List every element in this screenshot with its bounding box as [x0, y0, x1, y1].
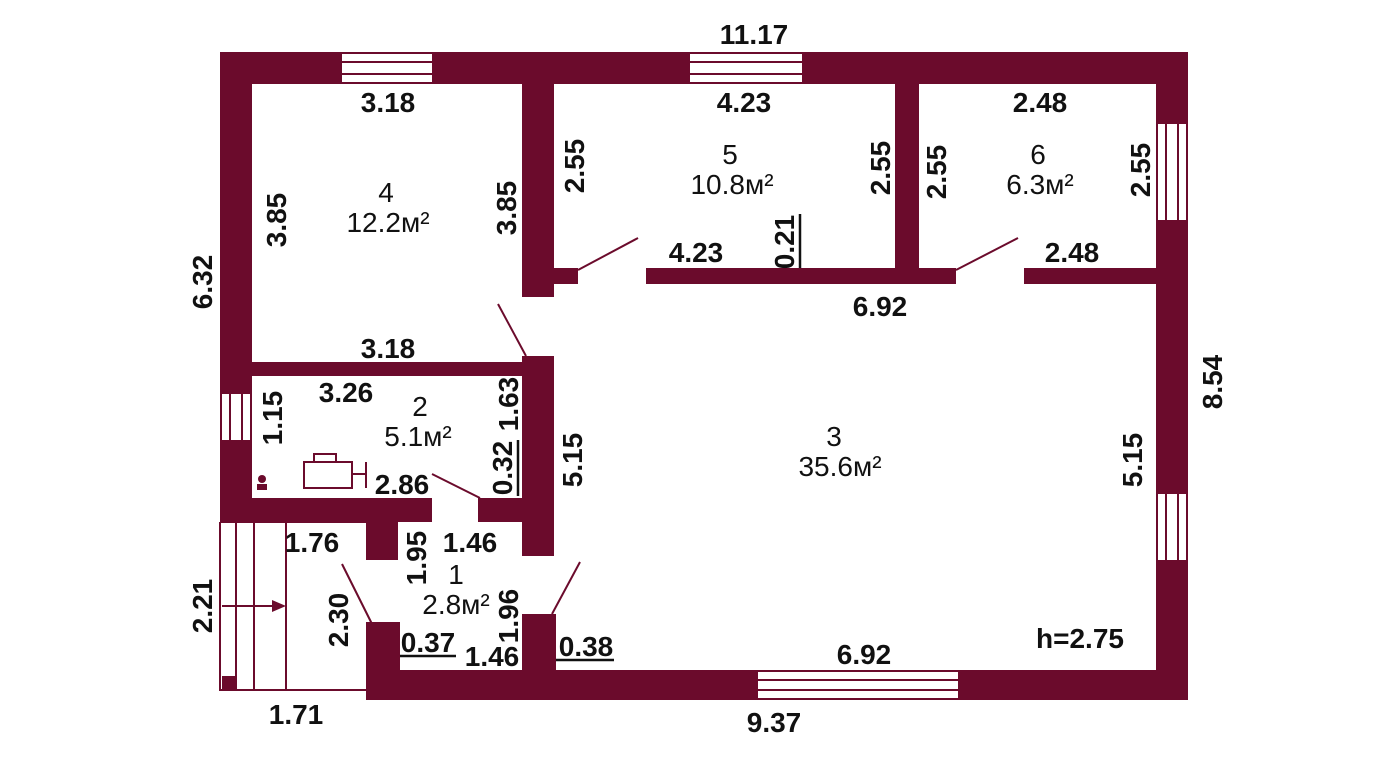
dim-room5-bottom: 4.23 [669, 237, 724, 268]
dim-room1-height: 1.95 [401, 531, 432, 586]
dim-room6-bottom: 2.48 [1045, 237, 1100, 268]
room-4-area: 12.2м² [346, 207, 429, 238]
dim-room5-left: 2.55 [559, 139, 590, 194]
dim-room1-niche-left: 0.37 [401, 627, 456, 658]
dim-right-total: 8.54 [1197, 354, 1228, 409]
dim-room1-left-a: 1.76 [285, 527, 340, 558]
stairs [219, 521, 366, 691]
dim-hall-right: 5.15 [1117, 433, 1148, 488]
dim-room4-right: 3.85 [491, 181, 522, 236]
door-room1-right [551, 561, 581, 615]
wall-room6-bottom [1024, 268, 1164, 284]
dim-ceiling-height: h=2.75 [1036, 623, 1124, 654]
dim-hall-bottom: 6.92 [837, 639, 892, 670]
wall-room4-bottom [246, 362, 546, 376]
dim-stairs-height: 2.21 [187, 579, 218, 634]
wall-room1-right [522, 614, 556, 684]
dim-room6-left: 2.55 [921, 145, 952, 200]
dim-room4-top: 3.18 [361, 87, 416, 118]
window-room5 [690, 54, 802, 82]
dimension-labels: 11.17 3.18 4.23 2.48 4.23 2.48 6.92 3.18… [187, 19, 1228, 738]
dim-hall-top: 6.92 [853, 291, 908, 322]
wall-room2-bottom-right [478, 498, 554, 522]
room-1-area: 2.8м² [422, 589, 490, 620]
room-2-number: 2 [412, 391, 428, 422]
wall-room4-right [522, 84, 554, 297]
dim-room6-right: 2.55 [1125, 143, 1156, 198]
door-room5 [577, 237, 639, 271]
dim-room1-right: 1.96 [493, 589, 524, 644]
dim-room4-left: 3.85 [261, 193, 292, 248]
dim-left-total: 6.32 [187, 255, 218, 310]
room-1-number: 1 [448, 559, 464, 590]
door-room6 [955, 237, 1019, 271]
dim-top-total: 11.17 [720, 19, 789, 50]
dim-room5-niche: 0.21 [769, 215, 800, 270]
room-4-number: 4 [378, 177, 394, 208]
window-room6 [1158, 124, 1186, 220]
dim-room4-bottom: 3.18 [361, 333, 416, 364]
wall-room5-bottom [646, 268, 956, 284]
wall-room1-left [366, 622, 400, 700]
boiler-icon [303, 453, 367, 489]
wall-stub-room5 [522, 268, 578, 284]
room-5-area: 10.8м² [690, 169, 773, 200]
room-6-number: 6 [1030, 139, 1046, 170]
doors [341, 237, 1019, 625]
dim-bottom-total: 9.37 [747, 707, 802, 738]
dim-stairs-width: 1.71 [269, 699, 324, 730]
dim-room1-bottom: 1.46 [465, 641, 520, 672]
dim-room6-top: 2.48 [1013, 87, 1068, 118]
window-room3-right [1158, 494, 1186, 560]
window-room2 [222, 394, 250, 440]
door-room4 [497, 303, 527, 357]
wall-room2-bottom-left [246, 498, 432, 522]
room-6-area: 6.3м² [1006, 169, 1074, 200]
door-room2 [431, 473, 481, 499]
dim-room2-right: 1.63 [493, 377, 524, 432]
window-room4 [342, 54, 432, 82]
dim-room2-window: 1.15 [257, 391, 288, 446]
room-3-number: 3 [826, 421, 842, 452]
dim-hall-niche: 0.38 [559, 631, 614, 662]
vent-room2 [252, 472, 272, 492]
dim-room5-top: 4.23 [717, 87, 772, 118]
window-room3-bottom [758, 672, 958, 698]
windows [222, 54, 1186, 698]
room-5-number: 5 [722, 139, 738, 170]
dim-room2-niche: 0.32 [487, 441, 518, 496]
wall-room5-room6 [895, 84, 919, 284]
wall-partition [522, 356, 554, 556]
door-room1-left [341, 563, 373, 625]
dim-partition: 5.15 [557, 433, 588, 488]
room-labels: 4 12.2м² 5 10.8м² 6 6.3м² 2 5.1м² 3 35.6… [346, 139, 1073, 620]
dim-room1-width: 1.46 [443, 527, 498, 558]
room-2-area: 5.1м² [384, 421, 452, 452]
dim-room2-bottom: 2.86 [375, 469, 430, 500]
dim-room5-right: 2.55 [865, 141, 896, 196]
dim-room1-left-b: 2.30 [323, 593, 354, 648]
room-3-area: 35.6м² [798, 451, 881, 482]
dim-room2-top: 3.26 [319, 377, 374, 408]
wall-pillar [366, 498, 398, 560]
